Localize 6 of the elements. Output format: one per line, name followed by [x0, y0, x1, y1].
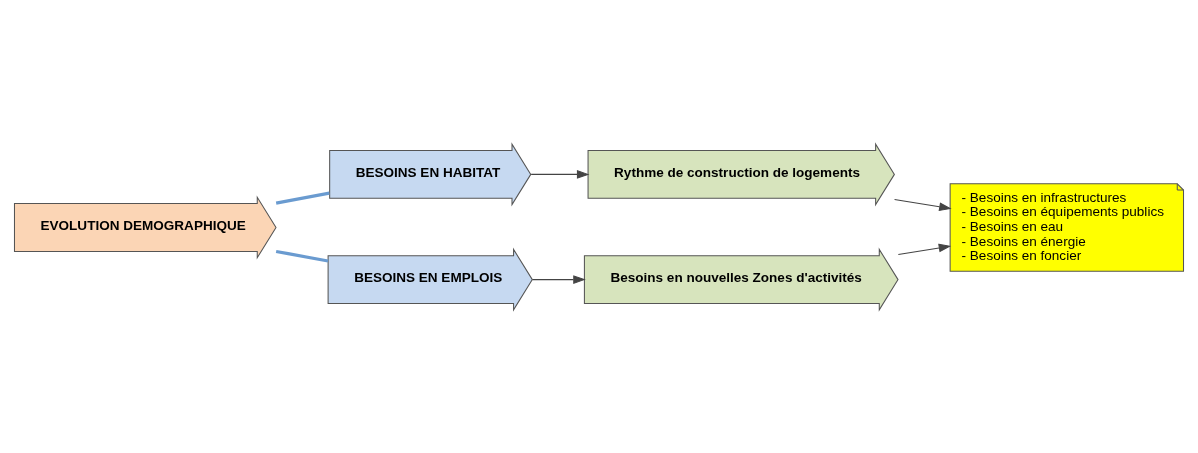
arrow — [531, 274, 586, 284]
connector — [275, 191, 330, 205]
connector — [275, 249, 329, 263]
arrow — [897, 243, 952, 255]
arrow — [530, 169, 590, 179]
arrow — [894, 198, 952, 211]
